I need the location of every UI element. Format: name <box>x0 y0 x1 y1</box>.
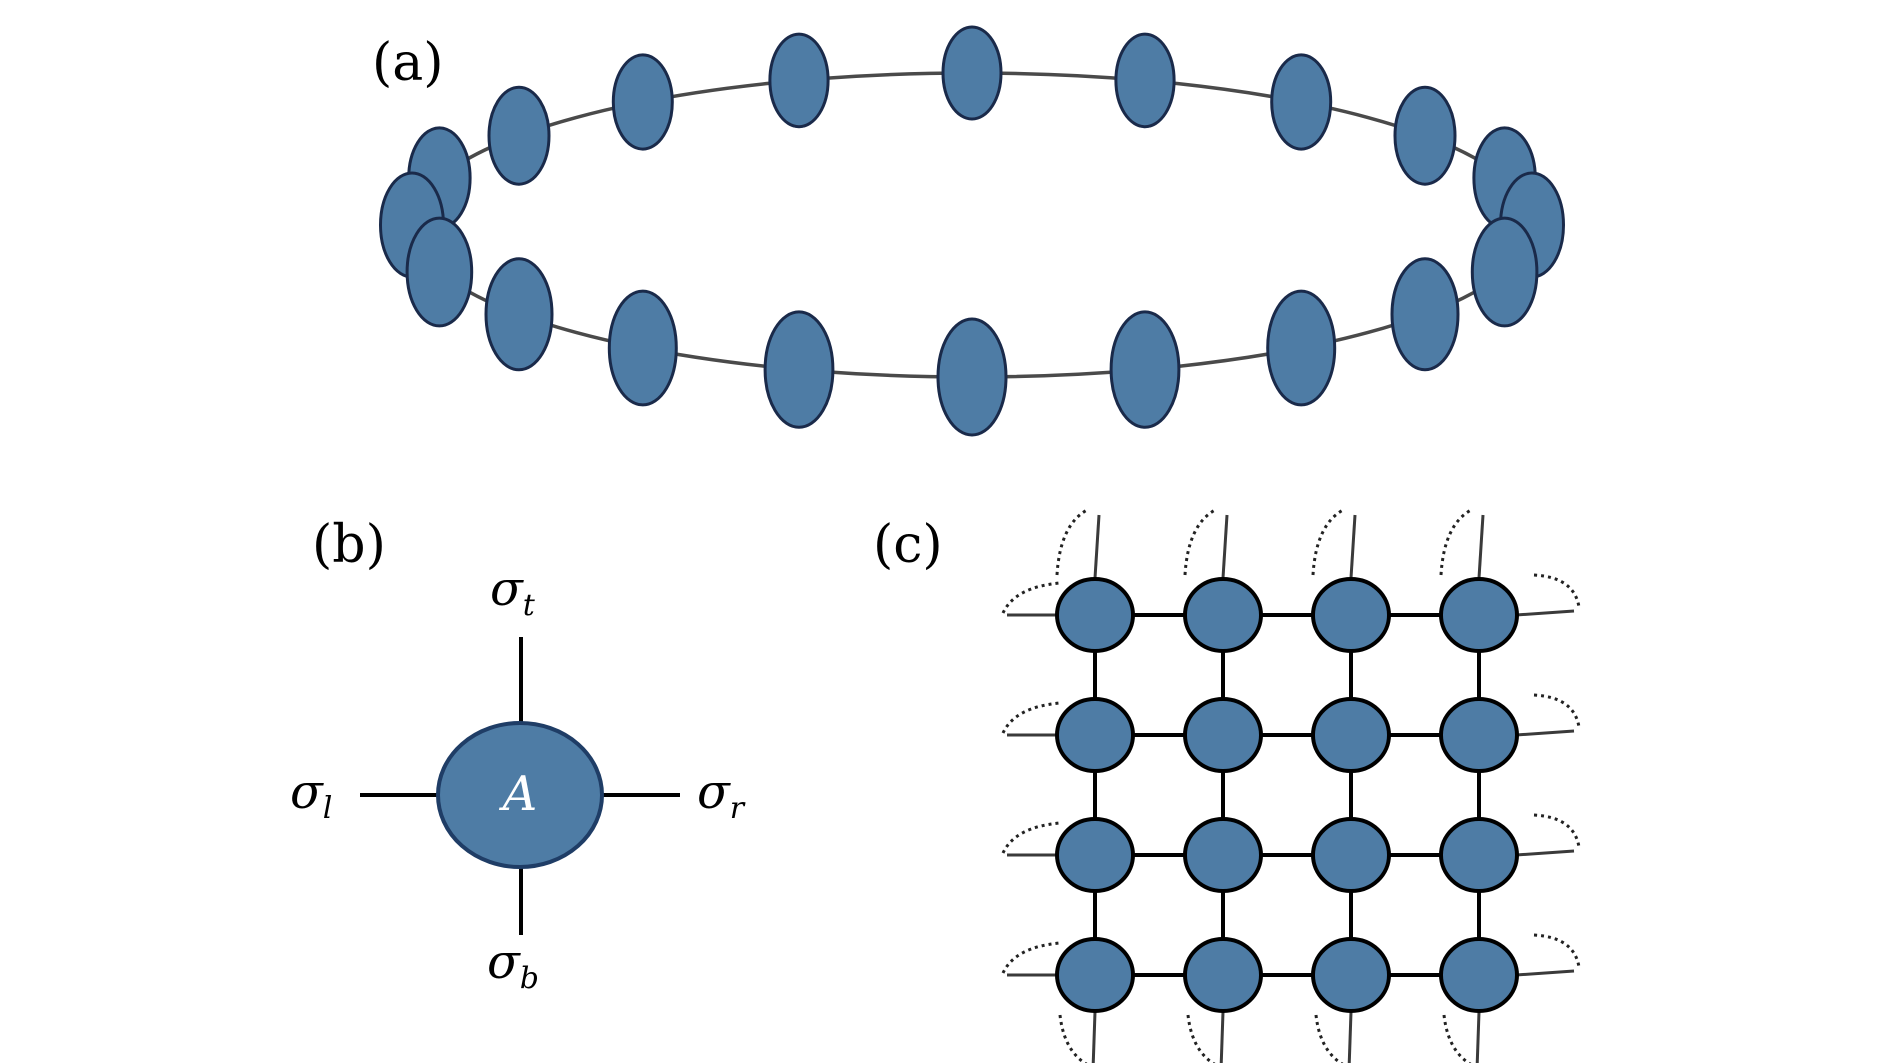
ring-tensor-node <box>611 53 674 151</box>
grid-tensor-node <box>1183 697 1263 773</box>
ring-tensor-node <box>1266 289 1337 407</box>
ring-tensor-node <box>763 310 835 429</box>
index-bottom-label: σb <box>487 934 539 996</box>
ring-tensor-node <box>1390 257 1460 372</box>
grid-tensor-node <box>1439 697 1519 773</box>
boundary-arc-bottom <box>1186 1014 1216 1063</box>
grid-tensor-node <box>1311 817 1391 893</box>
boundary-arc-right <box>1533 693 1581 728</box>
ring-tensor-node <box>936 317 1008 437</box>
ring-tensor-node <box>607 289 678 407</box>
grid-tensor-node <box>1439 937 1519 1013</box>
boundary-arc-top <box>1055 508 1088 576</box>
peps-grid <box>1001 508 1581 1063</box>
ring-tensor-node <box>487 85 551 186</box>
boundary-arc-bottom <box>1058 1014 1088 1063</box>
boundary-arc-top <box>1439 508 1472 576</box>
boundary-arc-top <box>1311 508 1344 576</box>
grid-tensor-node <box>1311 697 1391 773</box>
index-right-label: σr <box>697 764 746 826</box>
panel-c-label: (c) <box>873 515 943 575</box>
ring-mps <box>379 25 1565 437</box>
grid-tensor-node <box>1311 577 1391 653</box>
boundary-leg-top <box>1221 514 1229 579</box>
boundary-leg-right <box>1515 609 1575 617</box>
boundary-arc-right <box>1533 573 1581 608</box>
boundary-arc-left <box>1001 941 1061 974</box>
grid-tensor-node <box>1183 817 1263 893</box>
grid-tensor-node <box>1183 937 1263 1013</box>
ring-tensor-node <box>768 32 830 129</box>
index-top-label: σt <box>490 561 536 623</box>
panel-a-label: (a) <box>372 33 444 93</box>
boundary-leg-top <box>1477 514 1485 579</box>
boundary-arc-right <box>1533 933 1581 968</box>
ring-tensor-node <box>1393 85 1457 186</box>
grid-tensor-node <box>1055 577 1135 653</box>
boundary-leg-bottom <box>1475 1011 1481 1063</box>
grid-tensor-node <box>1439 817 1519 893</box>
tensor-a-node <box>436 721 604 869</box>
panel-c: (c) <box>873 508 1581 1063</box>
ring-tensor-node <box>941 25 1003 121</box>
ring-tensor-node <box>484 257 554 372</box>
boundary-leg-right <box>1515 969 1575 977</box>
boundary-leg-top <box>1349 514 1357 579</box>
boundary-arc-left <box>1001 821 1061 854</box>
boundary-arc-left <box>1001 701 1061 734</box>
tensor-a-label: A <box>499 766 538 822</box>
boundary-leg-bottom <box>1219 1011 1225 1063</box>
boundary-arc-left <box>1001 581 1061 614</box>
grid-tensor-node <box>1311 937 1391 1013</box>
boundary-arc-top <box>1183 508 1216 576</box>
index-left-label: σl <box>290 764 332 826</box>
boundary-arc-right <box>1533 813 1581 848</box>
grid-tensor-node <box>1055 817 1135 893</box>
boundary-leg-right <box>1515 729 1575 737</box>
boundary-arc-bottom <box>1442 1014 1472 1063</box>
panel-b: (b) A σt σl σr σb <box>290 515 746 996</box>
ring-tensor-node <box>1114 32 1176 129</box>
panel-b-label: (b) <box>312 515 386 575</box>
ring-tensor-node <box>1270 53 1333 151</box>
boundary-leg-top <box>1093 514 1101 579</box>
grid-tensor-node <box>1183 577 1263 653</box>
panel-a: (a) <box>372 25 1565 437</box>
boundary-leg-bottom <box>1347 1011 1353 1063</box>
boundary-arc-bottom <box>1314 1014 1344 1063</box>
ring-tensor-node <box>1470 216 1539 328</box>
boundary-leg-right <box>1515 849 1575 857</box>
grid-tensor-node <box>1055 697 1135 773</box>
ring-tensor-node <box>1109 310 1181 429</box>
grid-tensor-node <box>1439 577 1519 653</box>
grid-tensor-node <box>1055 937 1135 1013</box>
boundary-leg-bottom <box>1091 1011 1097 1063</box>
ring-tensor-node <box>405 216 474 328</box>
